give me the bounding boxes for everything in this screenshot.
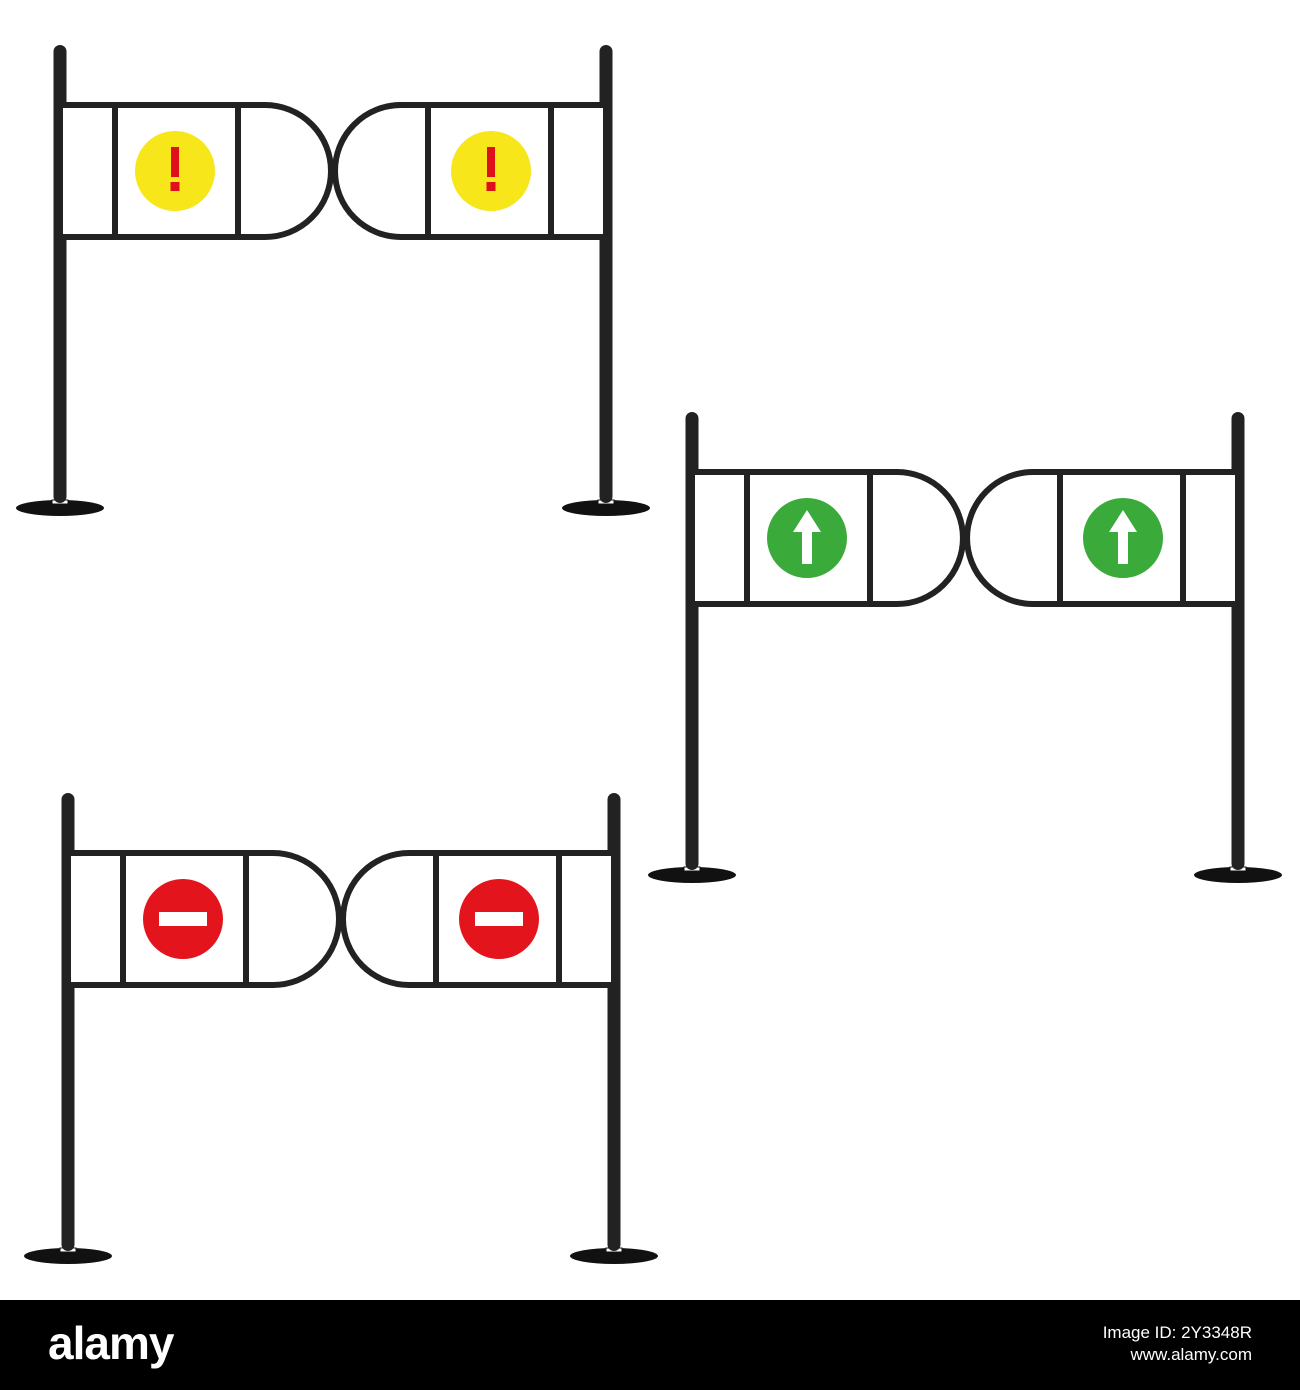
arrow-shaft (1118, 530, 1128, 564)
right-gate-arm (332, 102, 609, 240)
right-gate-arm (340, 850, 617, 988)
right-gate-arm (964, 469, 1241, 607)
no-entry-bar (159, 912, 207, 926)
right-post-base (562, 500, 650, 516)
left-gate-arm (65, 850, 342, 988)
image-url: www.alamy.com (1130, 1345, 1252, 1364)
left-gate-arm (689, 469, 966, 607)
gate-stop (24, 793, 658, 1264)
arrow-head (793, 510, 821, 532)
image-id-label: Image ID: 2Y3348R (1102, 1323, 1252, 1342)
left-post-base (16, 500, 104, 516)
right-post-base (1194, 867, 1282, 883)
left-gate-arm (57, 102, 334, 240)
left-post-base (24, 1248, 112, 1264)
arrow-head (1109, 510, 1137, 532)
right-post-base (570, 1248, 658, 1264)
no-entry-icon (459, 879, 539, 959)
gate-go (648, 412, 1282, 883)
turnstile-illustration (16, 45, 1282, 1264)
exclamation-bar (171, 147, 179, 177)
exclamation-icon (135, 131, 215, 211)
arrow-shaft (802, 530, 812, 564)
arrow-up-icon (767, 498, 847, 578)
exclamation-dot (486, 182, 496, 191)
no-entry-bar (475, 912, 523, 926)
left-post-base (648, 867, 736, 883)
no-entry-icon (143, 879, 223, 959)
brand-logo: alamy (48, 1317, 174, 1369)
image-id-block: Image ID: 2Y3348R www.alamy.com (1103, 1322, 1252, 1366)
arrow-up-icon (1083, 498, 1163, 578)
gate-caution (16, 45, 650, 516)
exclamation-dot (170, 182, 180, 191)
exclamation-icon (451, 131, 531, 211)
watermark-footer: alamy Image ID: 2Y3348R www.alamy.com (0, 1300, 1300, 1390)
exclamation-bar (487, 147, 495, 177)
